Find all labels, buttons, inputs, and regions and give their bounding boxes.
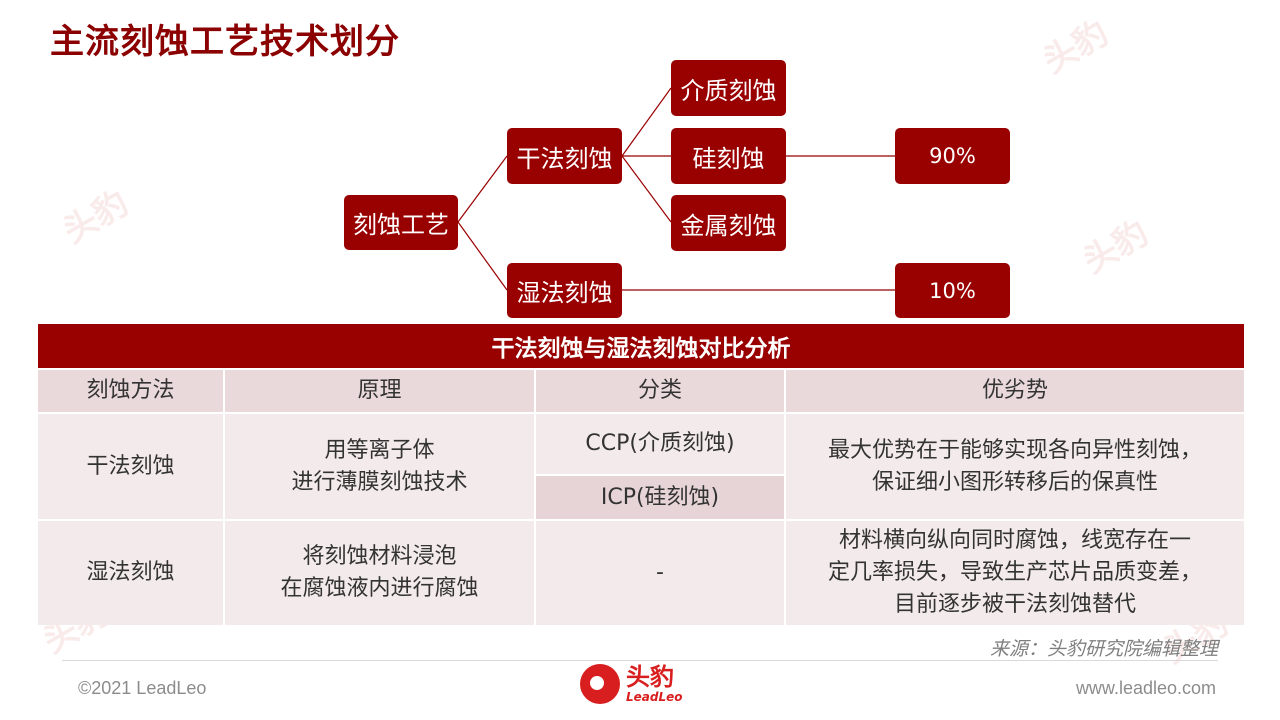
row-wet-pros-cons: 材料横向纵向同时腐蚀，线宽存在一 定几率损失，导致生产芯片品质变差， 目前逐步被… [786,521,1244,625]
logo-en: LeadLeo [626,690,683,704]
footer-divider [62,660,1218,661]
row-wet-category: - [536,521,784,625]
comparison-table: 干法刻蚀与湿法刻蚀对比分析 刻蚀方法 原理 分类 优劣势 干法刻蚀 用等离子体 … [38,324,1244,625]
logo-cn: 头豹 [626,663,674,691]
node-dry-share: 90% [895,128,1010,184]
footer-logo: 头豹 LeadLeo [580,664,683,704]
node-dry-etching: 干法刻蚀 [507,128,622,184]
connector-root-wet [457,221,508,291]
logo-text: 头豹 LeadLeo [626,664,683,704]
row-dry-category-icp: ICP(硅刻蚀) [536,476,784,519]
header-pros-cons: 优劣势 [786,370,1244,412]
node-wet-etching: 湿法刻蚀 [507,263,622,318]
footer-copyright: ©2021 LeadLeo [78,678,207,698]
footer-website: www.leadleo.com [1075,678,1216,698]
table-title: 干法刻蚀与湿法刻蚀对比分析 [38,324,1244,368]
leopard-logo-icon [580,664,620,704]
connector-dry-dielectric [621,87,672,157]
node-wet-share: 10% [895,263,1010,318]
source-note: 来源：头豹研究院编辑整理 [989,638,1218,660]
node-silicon-etching: 硅刻蚀 [671,128,786,184]
node-metal-etching: 金属刻蚀 [671,195,786,251]
connector-root-dry [457,155,508,223]
row-dry-method: 干法刻蚀 [38,414,223,519]
tree-connectors [457,87,895,291]
row-wet-method: 湿法刻蚀 [38,521,223,625]
row-wet-principle: 将刻蚀材料浸泡 在腐蚀液内进行腐蚀 [225,521,534,625]
row-dry-category-ccp: CCP(介质刻蚀) [536,414,784,474]
node-etching-process: 刻蚀工艺 [344,195,458,250]
connector-dry-metal [621,155,672,223]
node-dielectric-etching: 介质刻蚀 [671,60,786,116]
table-grid: 刻蚀方法 原理 分类 优劣势 干法刻蚀 用等离子体 进行薄膜刻蚀技术 CCP(介… [38,368,1244,625]
page-title: 主流刻蚀工艺技术划分 [50,22,400,62]
header-method: 刻蚀方法 [38,370,223,412]
etching-classification-tree: 刻蚀工艺 干法刻蚀 湿法刻蚀 介质刻蚀 硅刻蚀 金属刻蚀 90% 10% [0,0,1280,330]
header-category: 分类 [536,370,784,412]
header-principle: 原理 [225,370,534,412]
row-dry-pros-cons: 最大优势在于能够实现各向异性刻蚀， 保证细小图形转移后的保真性 [786,414,1244,519]
row-dry-principle: 用等离子体 进行薄膜刻蚀技术 [225,414,534,519]
